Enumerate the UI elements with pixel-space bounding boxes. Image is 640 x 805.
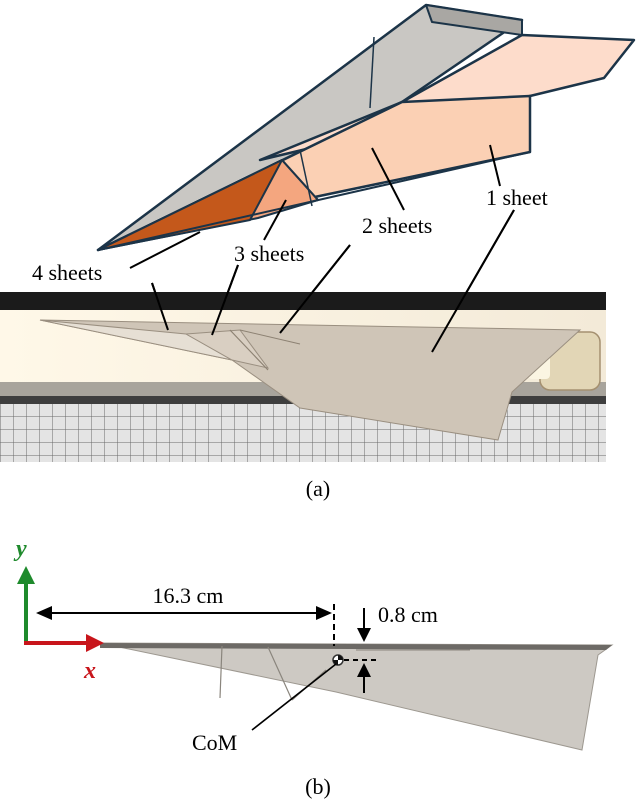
axis-x	[24, 634, 104, 652]
photo-plane-mid	[184, 329, 270, 369]
fold-line	[299, 149, 313, 207]
airplane-photo	[0, 292, 606, 462]
axis-y-label: y	[13, 536, 27, 562]
section-four-sheets	[97, 159, 283, 251]
axis-x-label: x	[83, 658, 96, 684]
label-length: 16.3 cm	[153, 583, 224, 608]
axis-y	[17, 566, 35, 643]
leader-lines-photo	[151, 209, 515, 353]
label-com: CoM	[192, 730, 237, 755]
label-two-sheets: 2 sheets	[362, 213, 432, 238]
label-four-sheets: 4 sheets	[32, 260, 102, 285]
caption-b: (b)	[305, 774, 331, 799]
side-view-plane	[99, 642, 614, 751]
com-marker	[332, 654, 344, 666]
length-dimension	[46, 604, 335, 646]
com-leader	[251, 663, 337, 731]
label-three-sheets: 3 sheets	[234, 241, 304, 266]
label-height: 0.8 cm	[378, 602, 438, 627]
caption-a: (a)	[306, 476, 330, 501]
fold-line	[369, 36, 375, 109]
label-one-sheet: 1 sheet	[486, 185, 548, 210]
fold-line	[97, 151, 531, 251]
fold-line	[281, 159, 319, 201]
airplane-3d-illustration	[96, 3, 636, 252]
